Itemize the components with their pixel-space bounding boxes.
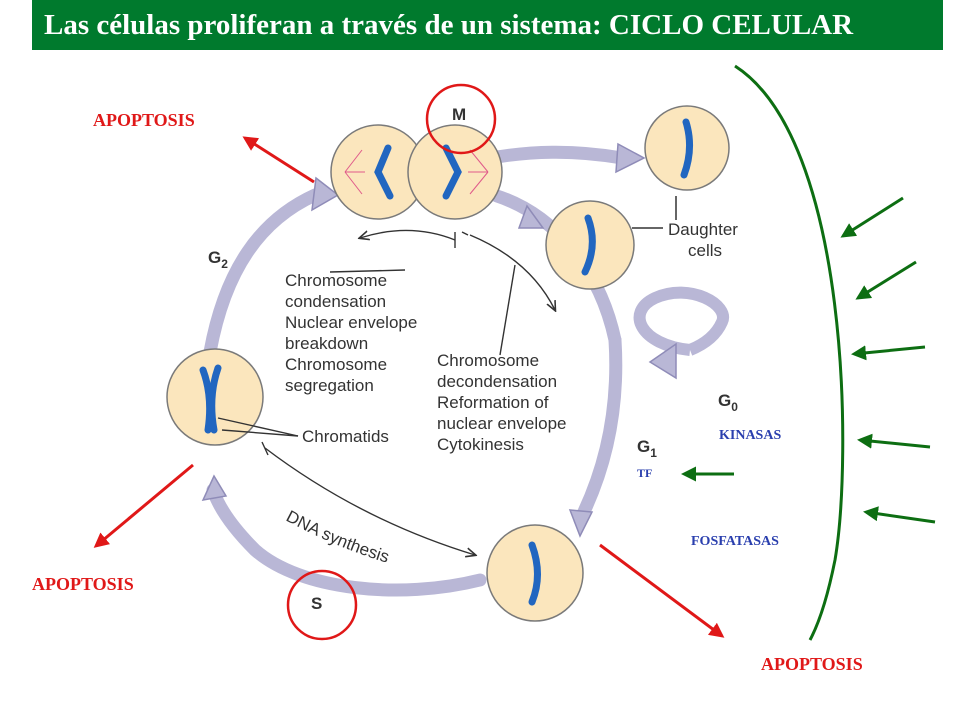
apoptosis-arrow-bottom-right [599, 543, 725, 638]
exit-events: Chromosome decondensation Reformation of… [437, 351, 566, 454]
daughter-cells-label: cells [688, 241, 722, 260]
s-phase-highlight [286, 569, 358, 641]
apoptosis-arrow-top-left [242, 136, 315, 184]
m-phase-highlight [425, 83, 497, 155]
phase-g0-label: G0 [718, 391, 738, 414]
page-title: Las células proliferan a través de un si… [44, 8, 854, 41]
regulator-arrow [863, 506, 936, 524]
arrow-m-to-daughter [473, 145, 629, 167]
cell-g2 [166, 348, 264, 446]
kinases-label: KINASAS [719, 428, 782, 443]
mitosis-event-text: condensation [285, 292, 386, 311]
g0-loop-arrow [633, 286, 729, 380]
apoptosis-label-top-left: APOPTOSIS [93, 110, 195, 130]
mitosis-event-text: Nuclear envelope [285, 313, 417, 332]
phosphatases-label: FOSFATASAS [691, 534, 779, 549]
apoptosis-arrow-bottom-left [93, 463, 194, 548]
cell-daughter-bottom [545, 200, 635, 290]
arrow-g1-to-s [573, 333, 623, 527]
tf-label: TF [637, 466, 653, 480]
mitosis-events: Chromosome condensation Nuclear envelope… [285, 271, 417, 395]
mitosis-event-text: breakdown [285, 334, 368, 353]
exit-event-text: nuclear envelope [437, 414, 566, 433]
chromatids-label: Chromatids [302, 427, 389, 446]
exit-event-text: Reformation of [437, 393, 549, 412]
regulator-arrow [857, 433, 931, 449]
arrow-s-to-g2 [206, 483, 487, 597]
mitosis-event-text: segregation [285, 376, 374, 395]
mitosis-event-text: Chromosome [285, 271, 387, 290]
regulation-bracket [734, 64, 845, 641]
exit-event-text: Chromosome [437, 351, 539, 370]
regulator-arrow [855, 260, 917, 300]
cell-daughter-top [644, 105, 730, 191]
phase-m-label: M [452, 105, 466, 124]
exit-event-text: Cytokinesis [437, 435, 524, 454]
mitosis-event-text: Chromosome [285, 355, 387, 374]
regulator-arrow [840, 196, 904, 238]
phase-span-arrows [261, 229, 555, 555]
title-bar: Las células proliferan a través de un si… [32, 0, 943, 50]
apoptosis-label-bottom-right: APOPTOSIS [761, 654, 863, 674]
phase-g1-label: G1 [637, 437, 657, 460]
phase-s-label: S [311, 594, 322, 613]
apoptosis-label-bottom-left: APOPTOSIS [32, 574, 134, 594]
cell-g1 [486, 524, 584, 622]
arrow-g2-to-m [203, 188, 322, 359]
daughter-cells-label: Daughter [668, 220, 738, 239]
exit-event-text: decondensation [437, 372, 557, 391]
regulator-arrows [681, 196, 936, 524]
phase-g2-label: G2 [208, 248, 228, 271]
cell-m [330, 124, 503, 220]
regulator-arrow [851, 345, 926, 361]
